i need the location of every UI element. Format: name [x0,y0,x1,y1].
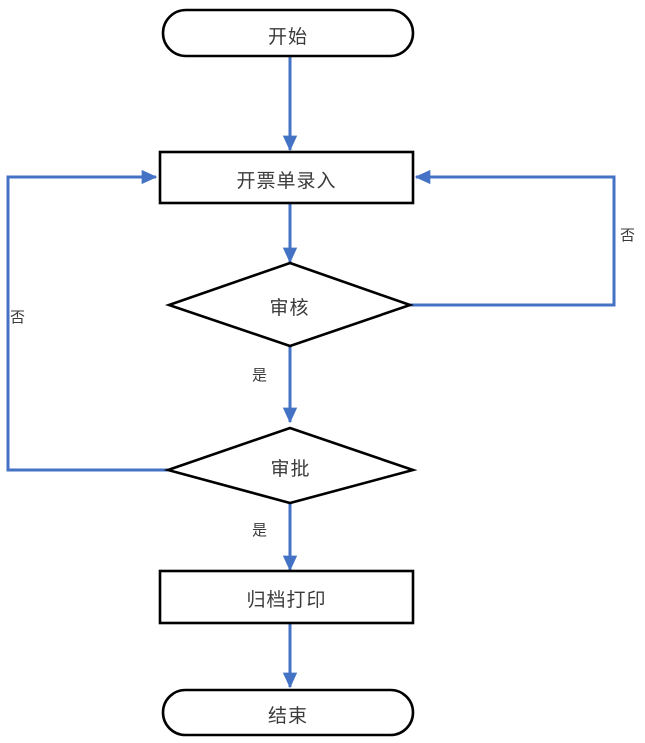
node-approve-shape[interactable] [163,426,418,505]
edge-review-no-entry [410,169,616,307]
node-entry-shape[interactable] [158,150,415,205]
shape-layer [158,8,418,737]
connector-layer [6,56,616,689]
node-end-shape[interactable] [161,688,415,737]
node-archive-shape[interactable] [158,569,415,625]
edge-approve-no-entry [6,169,168,472]
node-start-shape[interactable] [161,8,415,58]
node-review-shape[interactable] [164,261,414,348]
